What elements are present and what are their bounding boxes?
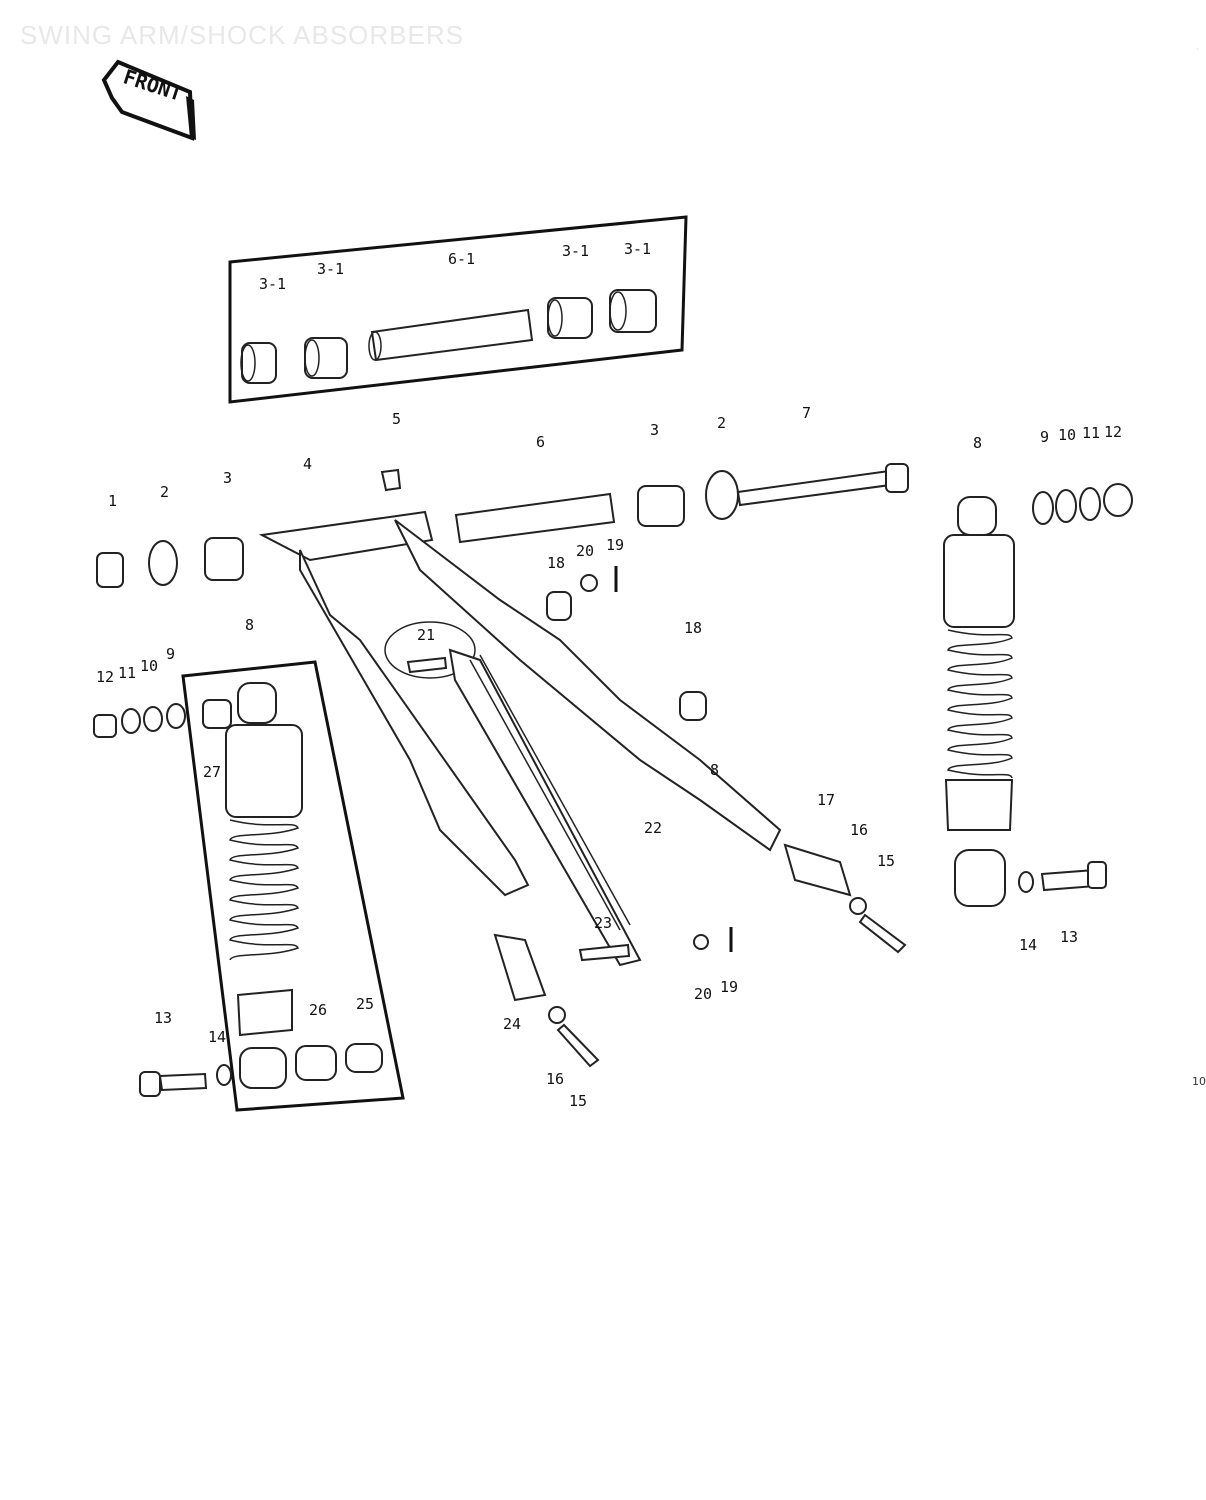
callout-label: 14 [1019, 936, 1037, 954]
page-number: 10 [1192, 1075, 1206, 1088]
callout-label: 10 [1058, 426, 1076, 444]
sleeve-6-1 [368, 308, 534, 362]
callout-label: 2 [160, 483, 169, 501]
callout-label: 19 [720, 978, 738, 996]
callout-label: 9 [1040, 428, 1049, 446]
callout-label: 13 [1060, 928, 1078, 946]
bushing-inset-box [228, 215, 688, 404]
callout-labels: 3-1 3-1 6-1 3-1 3-1 5 6 3 2 7 8 9 10 11 … [96, 240, 1122, 1110]
callout-label: 3-1 [562, 242, 589, 260]
callout-label: 9 [166, 645, 175, 663]
callout-label: 5 [392, 410, 401, 428]
front-arrow-icon: FRONT [101, 59, 196, 141]
page-title: SWING ARM/SHOCK ABSORBERS [20, 20, 464, 50]
callout-label: 3-1 [624, 240, 651, 258]
callout-label: 16 [546, 1070, 564, 1088]
callout-label: 18 [684, 619, 702, 637]
callout-label: 1 [108, 492, 117, 510]
callout-label: 11 [1082, 424, 1100, 442]
nut-1 [96, 552, 124, 588]
callout-label: 26 [309, 1001, 327, 1019]
callout-label: 8 [973, 434, 982, 452]
callout-label: 27 [203, 763, 221, 781]
callout-label: 2 [717, 414, 726, 432]
left-shock-inset [93, 660, 405, 1112]
bushing-3-right [637, 485, 685, 527]
callout-label: 13 [154, 1009, 172, 1027]
swing-arm-4 [258, 510, 782, 967]
callout-label: 12 [96, 668, 114, 686]
callout-label: 16 [850, 821, 868, 839]
callout-label: 21 [417, 626, 435, 644]
corner-mark: · [1196, 45, 1199, 54]
callout-label: 14 [208, 1028, 226, 1046]
shock-nuts-right [1032, 483, 1133, 525]
callout-label: 8 [245, 616, 254, 634]
bushing-3-1-a [240, 342, 277, 384]
washer-2 [148, 540, 178, 586]
bushing-3 [204, 537, 244, 581]
callout-label: 15 [569, 1092, 587, 1110]
callout-label: 3-1 [317, 260, 344, 278]
bushing-3-1-c [547, 297, 593, 339]
grease-nipple-5 [380, 468, 402, 492]
pivot-parts [96, 463, 909, 588]
callout-label: 8 [710, 761, 719, 779]
washer-2-right [705, 470, 739, 520]
shock-spring [947, 629, 1013, 779]
callout-label: 18 [547, 554, 565, 572]
callout-label: 6-1 [448, 250, 475, 268]
callout-label: 11 [118, 664, 136, 682]
callout-label: 15 [877, 852, 895, 870]
callout-label: 20 [694, 985, 712, 1003]
callout-label: 7 [802, 404, 811, 422]
callout-label: 6 [536, 433, 545, 451]
callout-label: 23 [594, 914, 612, 932]
small-hardware [406, 566, 907, 1068]
callout-label: 12 [1104, 423, 1122, 441]
callout-label: 22 [644, 819, 662, 837]
callout-label: 3 [650, 421, 659, 439]
pivot-bolt-7 [736, 463, 909, 507]
callout-label: 19 [606, 536, 624, 554]
callout-label: 10 [140, 657, 158, 675]
bushing-3-1-b [304, 337, 348, 379]
callout-label: 20 [576, 542, 594, 560]
callout-label: 24 [503, 1015, 521, 1033]
callout-label: 25 [356, 995, 374, 1013]
sleeve-6 [454, 492, 616, 544]
callout-label: 17 [817, 791, 835, 809]
callout-label: 3 [223, 469, 232, 487]
callout-label: 4 [303, 455, 312, 473]
callout-label: 3-1 [259, 275, 286, 293]
right-shock-absorber-8 [943, 483, 1133, 907]
bushing-3-1-d [609, 289, 657, 333]
